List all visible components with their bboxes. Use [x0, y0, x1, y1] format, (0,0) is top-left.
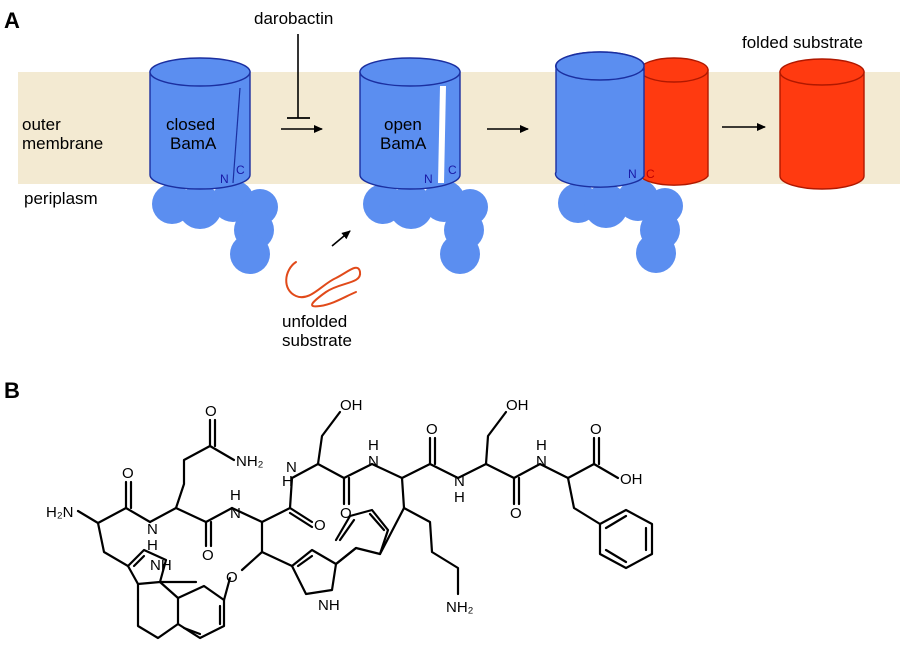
structure-bonds — [76, 410, 654, 640]
hybrid-potra-domains — [558, 179, 683, 273]
closed-bama-seam — [232, 87, 241, 184]
folded-substrate-barrel-top — [779, 58, 865, 86]
atom-o: O — [510, 505, 522, 522]
atom-nh-a3: N — [286, 459, 297, 476]
atom-oh-1: OH — [340, 397, 363, 414]
hybrid-bama-barrel-top — [555, 51, 645, 81]
folded-substrate-barrel-body — [779, 71, 865, 190]
unfolded-substrate-label-line2: substrate — [282, 331, 352, 350]
panel-a-label: A — [4, 8, 20, 33]
hybrid-c-terminus: C — [646, 167, 655, 181]
closed-bama-label-line1: closed — [166, 115, 215, 134]
hybrid-substrate-barrel-body — [639, 69, 709, 186]
unfolded-substrate-chain — [285, 261, 362, 308]
closed-bama-c-terminus: C — [236, 163, 245, 177]
bama-substrate-hybrid: N C — [554, 51, 709, 273]
atom-o: O — [122, 465, 134, 482]
atom-nh2-lys: NH₂ — [446, 599, 474, 616]
atom-o: O — [426, 421, 438, 438]
open-bama-barrel-top — [359, 57, 461, 87]
closed-bama-barrel-top — [149, 57, 251, 87]
atom-nh-a5-h: H — [454, 489, 465, 506]
closed-bama-potra-domains — [152, 180, 278, 274]
hybrid-n-terminus: N — [628, 167, 637, 181]
hybrid-substrate-barrel-top — [639, 57, 709, 83]
atom-nh-a2-h: H — [230, 487, 241, 504]
atom-o: O — [202, 547, 214, 564]
unfolded-substrate-label-line1: unfolded — [282, 312, 347, 331]
atom-nh-indole-1: NH — [150, 557, 172, 574]
atom-o: O — [314, 517, 326, 534]
atom-nh-a5: N — [454, 473, 465, 490]
hybrid-bama-barrel-body — [554, 67, 645, 188]
open-bama-label-line2: BamA — [380, 134, 427, 153]
folded-substrate-label: folded substrate — [742, 33, 863, 52]
panel-b-label: B — [4, 378, 20, 403]
periplasm-label: periplasm — [24, 189, 98, 208]
atom-o: O — [205, 403, 217, 420]
atom-nh-indole-2: NH — [318, 597, 340, 614]
atom-oh-2: OH — [506, 397, 529, 414]
open-bama: open BamA N C — [359, 57, 488, 274]
panel-a: A outer membrane periplasm darobactin — [4, 8, 900, 350]
atom-nh-a3-h: H — [282, 473, 293, 490]
open-bama-potra-domains — [363, 180, 488, 274]
panel-b: B — [4, 378, 654, 640]
closed-bama: closed BamA N C — [149, 57, 278, 274]
atom-nh-a1-h: H — [147, 537, 158, 554]
atom-nh2-asn: NH₂ — [236, 453, 264, 470]
atom-h2n: H₂N — [46, 504, 74, 521]
atom-nh-a1: N — [147, 521, 158, 538]
closed-bama-n-terminus: N — [220, 172, 229, 186]
atom-nh-a2: N — [230, 505, 241, 522]
darobactin-label: darobactin — [254, 9, 333, 28]
open-bama-c-terminus: C — [448, 163, 457, 177]
open-bama-lateral-gate — [438, 86, 446, 183]
atom-o: O — [340, 505, 352, 522]
atom-nh-a6-h: H — [536, 437, 547, 454]
atom-cooh-oh: OH — [620, 471, 643, 488]
outer-membrane-label-line2: membrane — [22, 134, 103, 153]
atom-ether-o: O — [226, 569, 238, 586]
atom-nh-a6: N — [536, 453, 547, 470]
open-bama-barrel-body — [359, 71, 461, 190]
outer-membrane-label-line1: outer — [22, 115, 61, 134]
closed-bama-label-line2: BamA — [170, 134, 217, 153]
open-bama-n-terminus: N — [424, 172, 433, 186]
unfolded-substrate: unfolded substrate — [282, 261, 362, 350]
atom-o: O — [590, 421, 602, 438]
atom-nh-a4-h: H — [368, 437, 379, 454]
darobactin-structure: H₂N O N H O O NH₂ N H O H N OH O H N O N… — [46, 397, 654, 640]
closed-bama-barrel-body — [149, 71, 251, 190]
folded-substrate: folded substrate — [742, 33, 865, 190]
arrow-substrate-in — [331, 230, 351, 247]
open-bama-label-line1: open — [384, 115, 422, 134]
atom-nh-a4: N — [368, 453, 379, 470]
